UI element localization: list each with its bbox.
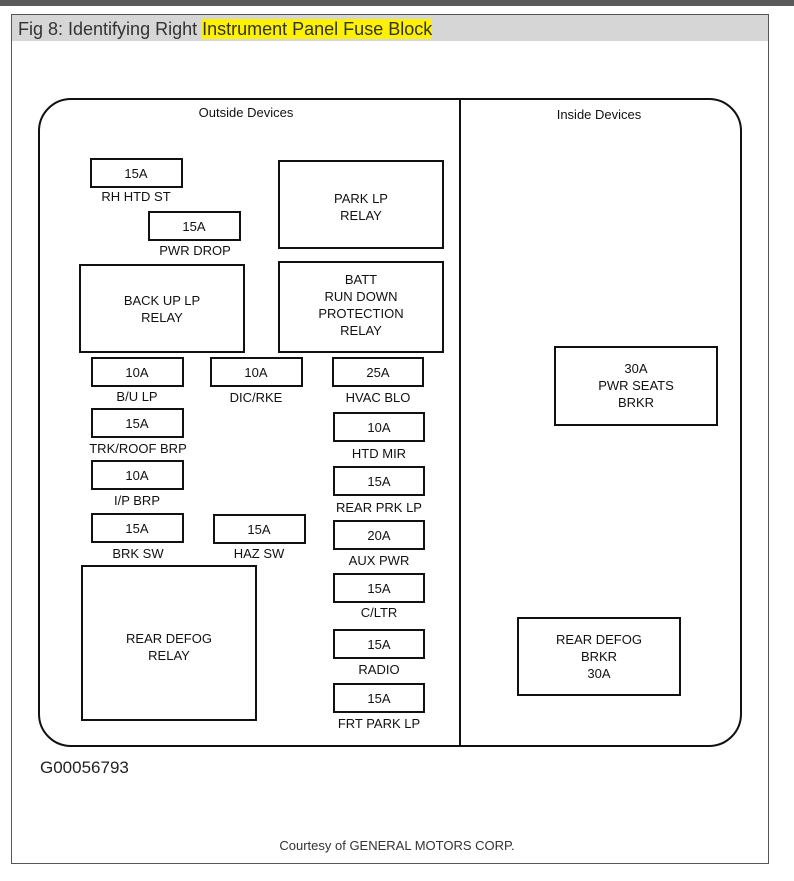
relay-label-line: RELAY (148, 648, 190, 663)
caption-highlight: Instrument Panel Fuse Block (202, 19, 433, 39)
fuse-frt-park-lp: 15A FRT PARK LP (333, 683, 425, 731)
breaker-rear-defog: REAR DEFOG BRKR 30A (517, 617, 681, 696)
relay-label-line: RELAY (340, 323, 382, 338)
fuse-c-ltr: 15A C/LTR (333, 573, 425, 620)
fuse-rating: 10A (244, 365, 267, 380)
fuse-rating: 10A (125, 365, 148, 380)
fuse-label: AUX PWR (349, 553, 410, 568)
fuse-label: PWR DROP (159, 243, 231, 258)
fuse-rating: 15A (125, 416, 148, 431)
breaker-label-line: 30A (587, 666, 610, 681)
fuse-block-outline (38, 98, 742, 747)
fuse-label: TRK/ROOF BRP (89, 441, 187, 456)
figure-id: G00056793 (40, 758, 129, 777)
fuse-label: C/LTR (361, 605, 398, 620)
figure-caption: Fig 8: Identifying Right Instrument Pane… (18, 19, 433, 40)
image-credit: Courtesy of GENERAL MOTORS CORP. (279, 838, 515, 853)
fuse-dic-rke: 10A DIC/RKE (210, 357, 303, 405)
fuse-label: BRK SW (112, 546, 164, 561)
fuse-rating: 10A (125, 468, 148, 483)
fuse-label: RH HTD ST (101, 189, 170, 204)
fuse-rh-htd-st: 15A RH HTD ST (90, 158, 183, 204)
relay-batt-run-down-protection: BATT RUN DOWN PROTECTION RELAY (278, 261, 444, 353)
fuse-rating: 15A (124, 166, 147, 181)
breaker-label-line: REAR DEFOG (556, 632, 642, 647)
fuse-rating: 15A (247, 522, 270, 537)
fuse-label: REAR PRK LP (336, 500, 422, 515)
relay-label-line: PROTECTION (318, 306, 403, 321)
relay-rear-defog: REAR DEFOG RELAY (81, 565, 257, 721)
relay-label-line: REAR DEFOG (126, 631, 212, 646)
fuse-rating: 15A (367, 474, 390, 489)
relay-label-line: RUN DOWN (325, 289, 398, 304)
fuse-rating: 15A (182, 219, 205, 234)
fuse-rating: 15A (125, 521, 148, 536)
relay-park-lp: PARK LP RELAY (278, 160, 444, 249)
fuse-label: HTD MIR (352, 446, 406, 461)
fuse-brk-sw: 15A BRK SW (91, 513, 184, 561)
fuse-trk-roof-brp: 15A TRK/ROOF BRP (89, 408, 187, 456)
fuse-rating: 10A (367, 420, 390, 435)
breaker-label-line: BRKR (618, 395, 654, 410)
breaker-pwr-seats: 30A PWR SEATS BRKR (554, 346, 718, 426)
breaker-label-line: 30A (624, 361, 647, 376)
inside-devices-heading: Inside Devices (557, 107, 642, 122)
fuse-label: FRT PARK LP (338, 716, 420, 731)
fuse-radio: 15A RADIO (333, 629, 425, 677)
caption-prefix: Fig 8: Identifying Right (18, 19, 203, 39)
relay-label-line: RELAY (141, 310, 183, 325)
relay-label-line: BATT (345, 272, 377, 287)
fuse-rating: 15A (367, 581, 390, 596)
fuse-label: HAZ SW (234, 546, 285, 561)
fuse-haz-sw: 15A HAZ SW (213, 514, 306, 561)
fuse-hvac-blo: 25A HVAC BLO (332, 357, 424, 405)
fuse-label: B/U LP (116, 389, 157, 404)
fuse-pwr-drop: 15A PWR DROP (148, 211, 241, 258)
fuse-rating: 25A (366, 365, 389, 380)
fuse-label: I/P BRP (114, 493, 160, 508)
breaker-label-line: PWR SEATS (598, 378, 674, 393)
fuse-label: HVAC BLO (346, 390, 411, 405)
fuse-ip-brp: 10A I/P BRP (91, 460, 184, 508)
fuse-htd-mir: 10A HTD MIR (333, 412, 425, 461)
fuse-aux-pwr: 20A AUX PWR (333, 520, 425, 568)
outside-devices-heading: Outside Devices (199, 105, 294, 120)
fuse-rear-prk-lp: 15A REAR PRK LP (333, 466, 425, 515)
fuse-label: RADIO (358, 662, 399, 677)
fuse-rating: 20A (367, 528, 390, 543)
relay-back-up-lp: BACK UP LP RELAY (79, 264, 245, 353)
fuse-label: DIC/RKE (230, 390, 283, 405)
window-top-strip (0, 0, 794, 6)
relay-label-line: BACK UP LP (124, 293, 200, 308)
relay-label-line: PARK LP (334, 191, 388, 206)
fuse-rating: 15A (367, 637, 390, 652)
fuse-bu-lp: 10A B/U LP (91, 357, 184, 404)
relay-label-line: RELAY (340, 208, 382, 223)
fuse-rating: 15A (367, 691, 390, 706)
breaker-label-line: BRKR (581, 649, 617, 664)
